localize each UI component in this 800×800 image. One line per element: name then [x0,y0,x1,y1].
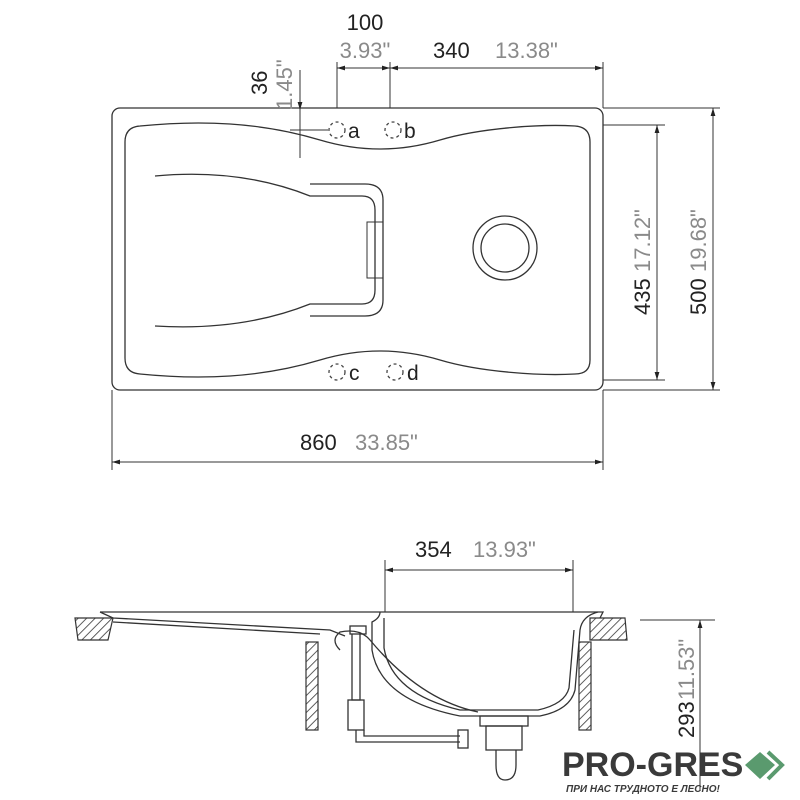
dim-hole-spacing-mm: 100 [347,10,384,35]
hole-label-c: c [349,362,360,385]
tap-hole-a-icon [328,121,346,139]
drain-icon [472,215,538,281]
bowl-profile [371,611,599,717]
logo-chevron-icon [766,750,785,781]
dim-depth-inch: 19.68" [686,209,711,272]
logo-diamond-icon [745,752,775,779]
dim-inner-depth-inch: 17.12" [630,209,655,272]
dim-hole-spacing-inch: 3.93" [340,38,391,63]
hole-label-a: a [348,120,360,143]
tap-hole-c-icon [328,363,346,381]
tap-hole-d-icon [386,363,404,381]
hole-label-d: d [407,362,419,385]
sink-outline [111,107,604,391]
cabinet-wall-right [578,641,592,731]
logo-tagline: ПРИ НАС ТРУДНОТО Е ЛЕСНО! [566,784,721,795]
dim-bowl-width-inch: 13.93" [473,537,536,562]
dim-bowl-width-mm: 354 [415,537,452,562]
countertop-left [74,617,114,641]
basin-outline [124,122,591,378]
dim-height-mm: 293 [674,701,699,738]
drain-plumbing [334,625,529,781]
dim-width-mm: 860 [300,430,337,455]
hole-label-b: b [404,120,416,143]
dim-height-inch: 11.53" [674,639,699,700]
dim-depth-mm: 500 [686,278,711,315]
dim-hole-edge-inch: 1.45" [272,59,297,110]
cabinet-wall-left [305,641,319,731]
top-view: a b c d 100 3.93" 340 13.38" 36 1.45" 43… [111,10,720,470]
countertop-right [589,617,628,641]
pro-gres-logo: PRO-GRES ПРИ НАС ТРУДНОТО Е ЛЕСНО! [562,746,785,795]
logo-name: PRO-GRES [562,746,743,784]
dim-width-inch: 33.85" [355,430,418,455]
side-view: 354 13.93" 293 11.53" [74,537,715,790]
drainboard-groove [154,173,376,328]
tap-hole-b-icon [384,121,402,139]
dim-inner-depth-mm: 435 [630,278,655,315]
dim-hole-edge-mm: 36 [247,71,272,95]
dim-hole-offset-mm: 340 [433,38,470,63]
dim-hole-offset-inch: 13.38" [495,38,558,63]
